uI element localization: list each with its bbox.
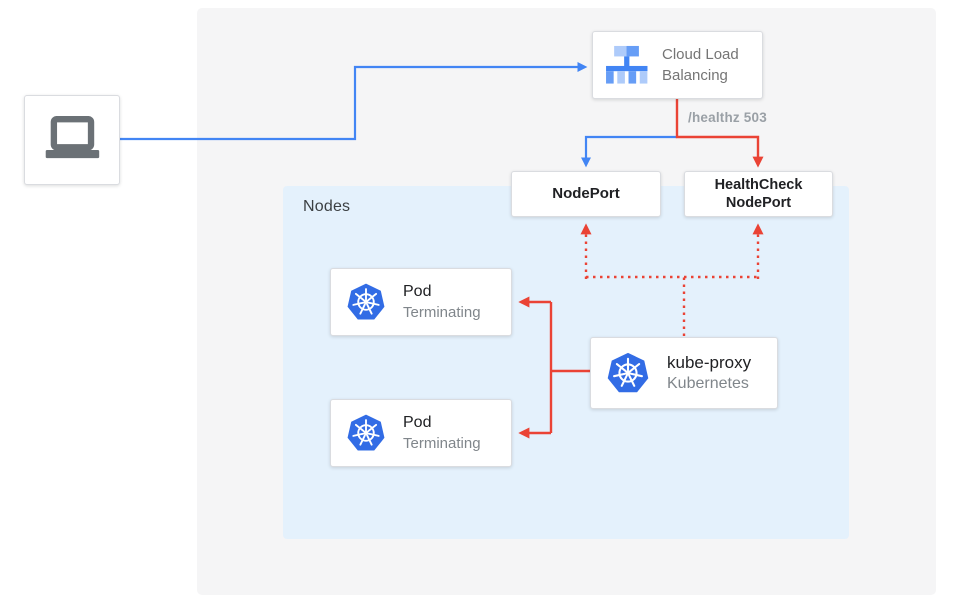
pod-2-text: Pod Terminating: [403, 413, 481, 453]
laptop-icon: [45, 116, 100, 159]
kubernetes-icon: [347, 414, 385, 451]
kubernetes-icon: [607, 352, 649, 393]
kube-proxy-subtitle: Kubernetes: [667, 374, 749, 392]
healthcheck-nodeport-node: HealthCheck NodePort: [684, 171, 833, 217]
cloud-load-balancing-label: Cloud Load Balancing: [662, 46, 739, 84]
client-node: [24, 95, 120, 185]
pod-node-2: Pod Terminating: [330, 399, 512, 467]
pod-1-text: Pod Terminating: [403, 282, 481, 322]
healthcheck-nodeport-label: HealthCheck NodePort: [714, 176, 803, 211]
load-balancer-icon: [606, 45, 648, 84]
pod-1-status: Terminating: [403, 303, 481, 321]
pod-2-status: Terminating: [403, 434, 481, 452]
cloud-load-balancing-node: Cloud Load Balancing: [592, 31, 763, 99]
nodeport-node: NodePort: [511, 171, 661, 217]
kube-proxy-title: kube-proxy: [667, 352, 752, 372]
kubernetes-icon: [347, 283, 385, 320]
nodes-group-label: Nodes: [303, 198, 351, 215]
healthz-503-label: /healthz 503: [688, 110, 767, 125]
pod-node-1: Pod Terminating: [330, 268, 512, 336]
pod-1-title: Pod: [403, 282, 432, 300]
kube-proxy-node: kube-proxy Kubernetes: [590, 337, 778, 409]
pod-2-title: Pod: [403, 413, 432, 431]
kube-proxy-text: kube-proxy Kubernetes: [667, 352, 751, 395]
nodeport-label: NodePort: [552, 184, 620, 202]
